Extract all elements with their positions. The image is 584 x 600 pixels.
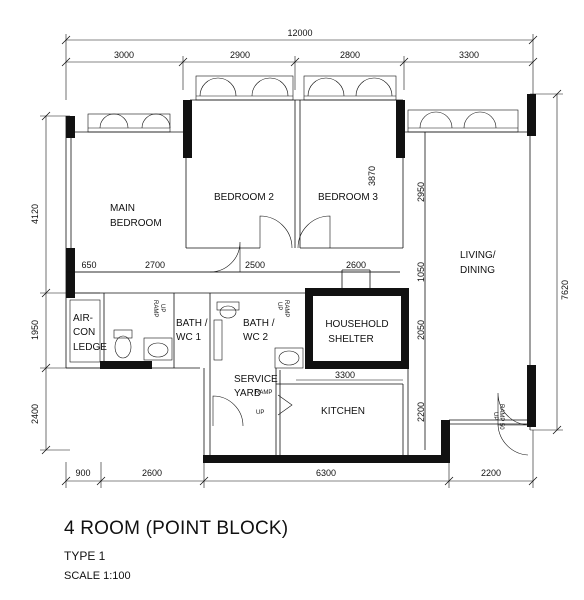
bath-1-label-2: WC 1 [176,332,201,343]
door-swings [209,215,531,456]
dim-2500: 2500 [245,260,265,270]
ramp-up-label-bath2: UP [276,302,282,310]
shelter-label-2: SHELTER [328,334,373,345]
right-dim: 7620 [560,280,570,300]
dim-3300-kitchen: 3300 [335,370,355,380]
ramp-label-bath2: RAMP [283,300,289,317]
internal-dimension-lines [66,271,403,381]
floor-plan: 12000 3000 2900 2800 3300 4120 1950 2400… [30,28,570,488]
main-bedroom-label-2: BEDROOM [110,218,162,229]
bottom-dim-3: 6300 [316,468,336,478]
shelter-label-1: HOUSEHOLD [325,319,388,330]
plan-title: 4 ROOM (POINT BLOCK) [64,518,289,539]
main-bedroom-label-1: MAIN [110,203,135,214]
bath-2-label-2: WC 2 [243,332,268,343]
ramp-up-label-yard: UP [256,410,264,416]
dim-3870: 3870 [367,166,377,186]
bottom-dim-4: 2200 [481,468,501,478]
sanitary-fixtures [69,299,304,369]
ramp-up-label-entry: UP [492,412,498,420]
dim-2200-kitchen: 2200 [416,402,426,422]
ramp-up-label-bath1: UP [159,304,165,312]
living-label-1: LIVING/ [460,250,496,261]
kitchen-label: KITCHEN [321,406,365,417]
plan-scale: SCALE 1:100 [64,570,131,582]
top-dimension-lines [61,34,538,100]
living-label-2: DINING [460,265,495,276]
dim-2700: 2700 [145,260,165,270]
top-dim-2: 2900 [230,50,250,60]
ramp-label-yard: RAMP [255,390,272,396]
aircon-label-2: CON [73,327,95,338]
ramp-50-label: RAMP 50 [498,404,504,430]
top-dim-1: 3000 [114,50,134,60]
window-grilles [87,75,519,133]
aircon-label-3: LEDGE [73,342,107,353]
left-dim-3: 2400 [30,404,40,424]
top-dim-4: 3300 [459,50,479,60]
bottom-dim-1: 900 [75,468,90,478]
left-dim-2: 1950 [30,320,40,340]
overall-width-dim: 12000 [287,28,312,38]
ramp-label-bath1: RAMP [152,300,158,317]
bedroom-2-label: BEDROOM 2 [214,192,274,203]
walls [65,94,536,463]
service-yard-label-1: SERVICE [234,374,278,385]
bath-2-label-1: BATH / [243,318,275,329]
bedroom-3-label: BEDROOM 3 [318,192,378,203]
dim-650: 650 [81,260,96,270]
bath-1-label-1: BATH / [176,318,208,329]
title-block: 4 ROOM (POINT BLOCK) TYPE 1 SCALE 1:100 [64,518,288,582]
bottom-dimension-lines [61,430,538,488]
aircon-label-1: AIR- [73,313,93,324]
service-yard-label-2: YARD [234,388,261,399]
dim-2950: 2950 [416,182,426,202]
dim-1050: 1050 [416,262,426,282]
dim-2600: 2600 [346,260,366,270]
plan-type: TYPE 1 [64,549,106,563]
bottom-dim-2: 2600 [142,468,162,478]
top-dim-3: 2800 [340,50,360,60]
dim-2050: 2050 [416,320,426,340]
left-dim-1: 4120 [30,204,40,224]
